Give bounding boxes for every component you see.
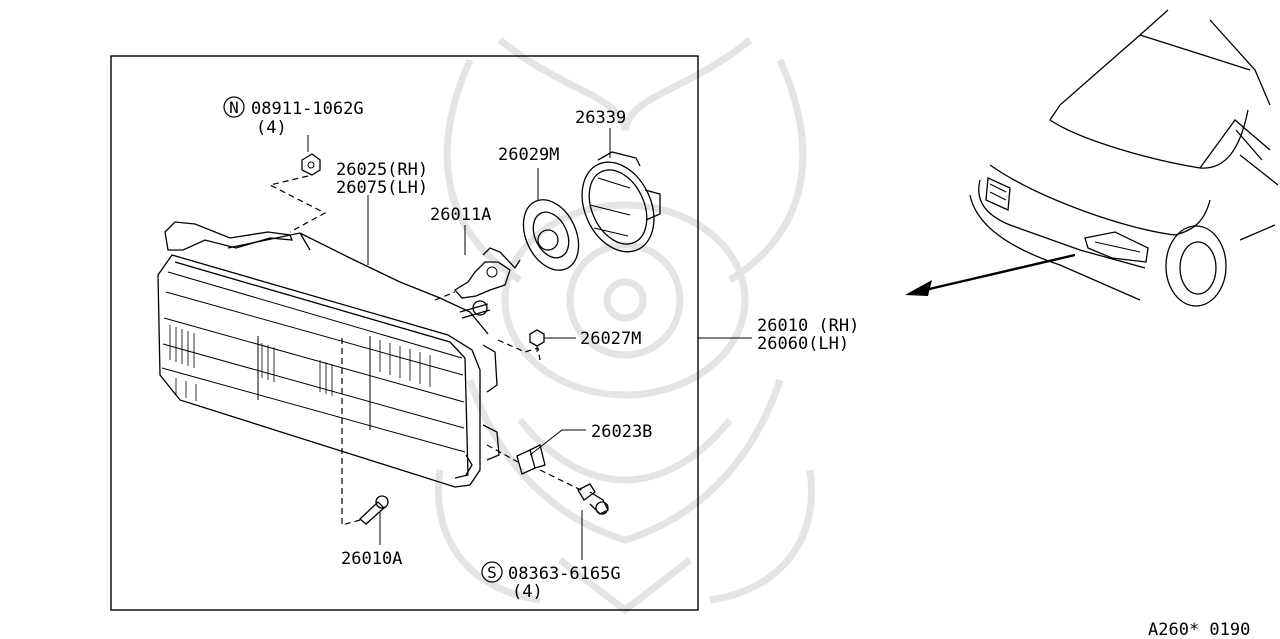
label-adjust-screw: 26010A xyxy=(341,549,402,569)
small-nut-icon xyxy=(529,329,545,352)
diagram-frame xyxy=(110,55,699,611)
screw-prefix-letter: S xyxy=(487,563,497,582)
nut-icon xyxy=(301,153,321,176)
bulb-icon xyxy=(454,247,521,299)
diagram-code: A260* 0190 xyxy=(1148,620,1250,639)
label-assembly-lh: 26060(LH) xyxy=(757,334,849,354)
label-retainer-ring: 26339 xyxy=(575,108,626,128)
label-housing-rh: 26025(RH) xyxy=(336,160,428,180)
label-bulb: 26011A xyxy=(430,205,491,225)
label-bracket: 26023B xyxy=(591,422,652,442)
adjust-screw-icon xyxy=(359,495,389,525)
label-nut-qty: (4) xyxy=(256,118,287,138)
pointer-arrow xyxy=(905,253,1076,296)
nut-prefix-symbol: N xyxy=(223,96,245,118)
label-small-nut: 26027M xyxy=(580,329,641,349)
watermark-logo xyxy=(435,37,815,615)
label-nut-part-no: 08911-1062G xyxy=(251,99,364,119)
label-bulb-socket: 26029M xyxy=(498,145,559,165)
label-housing-lh: 26075(LH) xyxy=(336,178,428,198)
screw-icon xyxy=(577,483,609,515)
nut-prefix-letter: N xyxy=(229,98,239,117)
label-assembly-rh: 26010 (RH) xyxy=(757,316,859,336)
label-screw-qty: (4) xyxy=(512,582,543,602)
leader-lines xyxy=(307,128,752,560)
label-screw-part-no: 08363-6165G xyxy=(508,564,621,584)
retainer-ring-icon xyxy=(581,151,661,253)
headlamp-assembly-drawing xyxy=(157,221,500,488)
bulb-socket-icon xyxy=(522,199,580,271)
bracket-clip-icon xyxy=(516,444,546,475)
car-sketch xyxy=(969,9,1279,307)
screw-prefix-symbol: S xyxy=(481,561,503,583)
